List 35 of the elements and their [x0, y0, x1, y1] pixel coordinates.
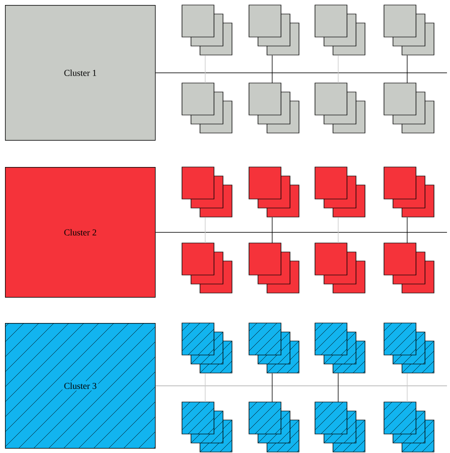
stack-drawing	[384, 4, 434, 56]
stack-drawing	[182, 242, 232, 294]
stack-drawing	[248, 322, 300, 374]
connector-line	[155, 232, 448, 233]
connector-line	[155, 72, 448, 74]
connector-line	[204, 373, 206, 402]
connector-line	[406, 217, 408, 244]
stack-drawing	[384, 402, 434, 452]
stack-drawing	[314, 322, 366, 374]
connector-line	[204, 217, 206, 244]
cluster-box: Cluster 1	[5, 5, 156, 141]
stack-drawing	[248, 4, 300, 56]
stack-drawing	[182, 322, 232, 374]
stack-drawing	[314, 82, 366, 134]
stack-drawing	[182, 82, 232, 134]
stack-drawing	[314, 402, 366, 452]
stack-drawing	[182, 166, 232, 218]
connector-line	[406, 373, 408, 402]
stack-drawing	[314, 166, 366, 218]
stack-drawing	[314, 4, 366, 56]
stack-drawing	[248, 402, 300, 452]
cluster-box: Cluster 2	[5, 167, 156, 298]
stack-drawing	[384, 166, 434, 218]
stack-drawing	[384, 82, 434, 134]
stack-drawing	[384, 322, 434, 374]
stack-drawing	[248, 166, 300, 218]
connector-line	[406, 55, 408, 84]
stack-drawing	[248, 82, 300, 134]
connector-line	[204, 55, 206, 84]
stack-drawing	[182, 402, 232, 452]
stack-drawing	[384, 242, 434, 294]
cluster-box: Cluster 3	[4, 322, 156, 449]
stack-drawing	[248, 242, 300, 294]
stack-drawing	[182, 4, 232, 56]
stack-drawing	[314, 242, 366, 294]
